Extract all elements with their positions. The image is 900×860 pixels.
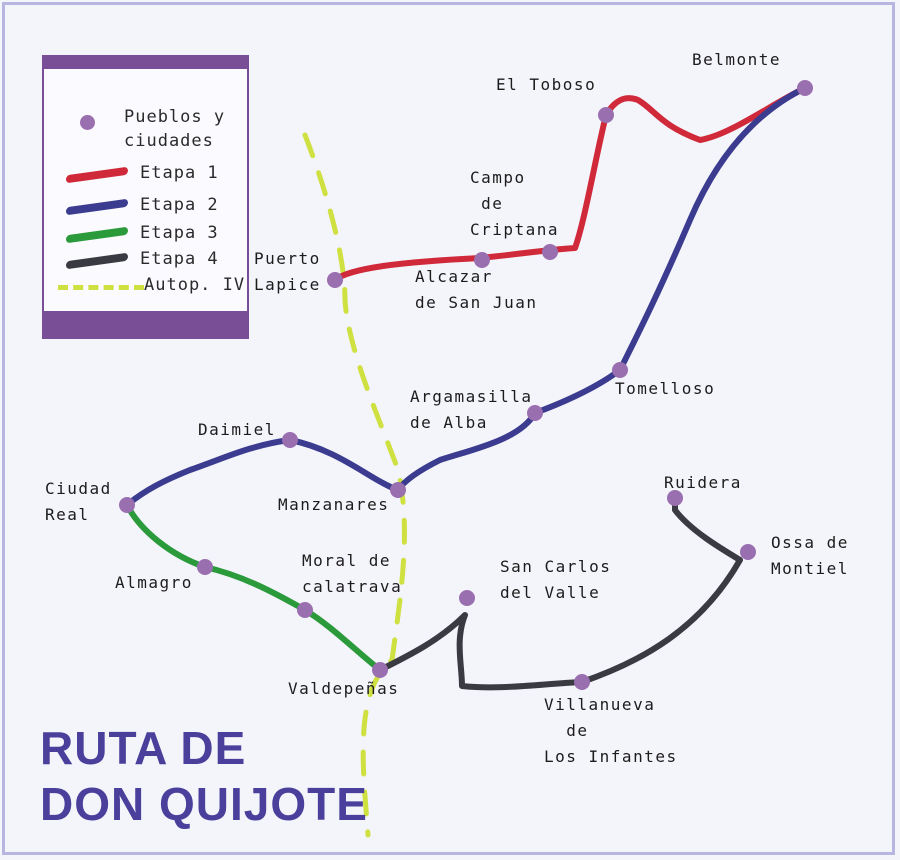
- town-dot-almagro: [197, 559, 213, 575]
- label-argamasilla: Argamasilla de Alba: [410, 387, 533, 432]
- legend-swatch-autop-iv: [58, 285, 144, 290]
- route-etapa-3: [124, 502, 383, 673]
- town-dot-ciudad-real: [119, 497, 135, 513]
- label-san-carlos: San Carlos del Valle: [500, 557, 612, 602]
- town-dot-ossa-de-montiel: [740, 544, 756, 560]
- legend-item-etapa-1: Etapa 1: [44, 159, 244, 189]
- town-dot-argamasilla: [527, 405, 543, 421]
- map-title: RUTA DE DON QUIJOTE: [40, 720, 368, 832]
- town-dot-manzanares: [390, 482, 406, 498]
- map-title-line-1: RUTA DE: [40, 722, 247, 774]
- legend-label-etapa-1: Etapa 1: [140, 163, 219, 183]
- legend-label-etapa-3: Etapa 3: [140, 223, 219, 243]
- town-dots: [119, 80, 813, 690]
- route-etapa-1: [332, 85, 808, 283]
- town-dot-moral: [297, 602, 313, 618]
- label-el-toboso: El Toboso: [496, 75, 597, 94]
- legend-swatch-etapa-1: [66, 166, 128, 184]
- label-alcazar: Alcazar de San Juan: [415, 267, 538, 312]
- label-ossa-de-montiel: Ossa de Montiel: [771, 533, 849, 578]
- label-daimiel: Daimiel: [198, 420, 276, 439]
- highway-autop-iv: [302, 132, 407, 838]
- label-ciudad-real: Ciudad Real: [45, 479, 112, 524]
- legend-label-etapa-2: Etapa 2: [140, 195, 219, 215]
- town-dot-san-carlos: [459, 590, 475, 606]
- town-dot-campo-de-criptana: [542, 244, 558, 260]
- town-dot-daimiel: [282, 432, 298, 448]
- legend-item-autop-iv: Autop. IV: [44, 271, 244, 301]
- town-dot-alcazar: [474, 252, 490, 268]
- legend-item-etapa-4: Etapa 4: [44, 245, 244, 275]
- label-manzanares: Manzanares: [278, 495, 390, 514]
- label-moral: Moral de calatrava: [302, 551, 403, 596]
- label-almagro: Almagro: [115, 573, 193, 592]
- legend-label-etapa-4: Etapa 4: [140, 249, 219, 269]
- label-villanueva: Villanueva de Los Infantes: [544, 695, 678, 766]
- town-dot-valdepenas: [372, 662, 388, 678]
- label-campo-de-criptana: Campo de Criptana: [470, 168, 560, 239]
- legend-town-dot-icon: [80, 115, 95, 130]
- town-dot-ruidera: [667, 490, 683, 506]
- town-dot-el-toboso: [598, 107, 614, 123]
- legend-item-etapa-3: Etapa 3: [44, 219, 244, 249]
- legend-swatch-etapa-4: [66, 252, 128, 270]
- town-dot-puerto-lapice: [327, 272, 343, 288]
- town-dot-tomelloso: [612, 362, 628, 378]
- map-title-line-2: DON QUIJOTE: [40, 778, 368, 830]
- legend-places: Pueblos y ciudades: [44, 105, 244, 155]
- legend-label-autop-iv: Autop. IV: [144, 275, 246, 295]
- route-etapa-4: [377, 495, 743, 691]
- legend-swatch-etapa-3: [66, 226, 128, 244]
- town-dot-villanueva: [574, 674, 590, 690]
- label-belmonte: Belmonte: [692, 50, 782, 69]
- legend-places-label: Pueblos y ciudades: [124, 107, 226, 151]
- label-tomelloso: Tomelloso: [615, 379, 716, 398]
- legend-swatch-etapa-2: [66, 198, 128, 216]
- legend-item-etapa-2: Etapa 2: [44, 191, 244, 221]
- route-etapa-2: [124, 85, 808, 508]
- label-puerto-lapice: Puerto Lapice: [254, 249, 321, 294]
- label-valdepenas: Valdepeñas: [288, 679, 400, 698]
- legend: Pueblos y ciudades Etapa 1 Etapa 2 Etapa…: [42, 55, 249, 339]
- label-ruidera: Ruidera: [664, 473, 742, 492]
- town-dot-belmonte: [797, 80, 813, 96]
